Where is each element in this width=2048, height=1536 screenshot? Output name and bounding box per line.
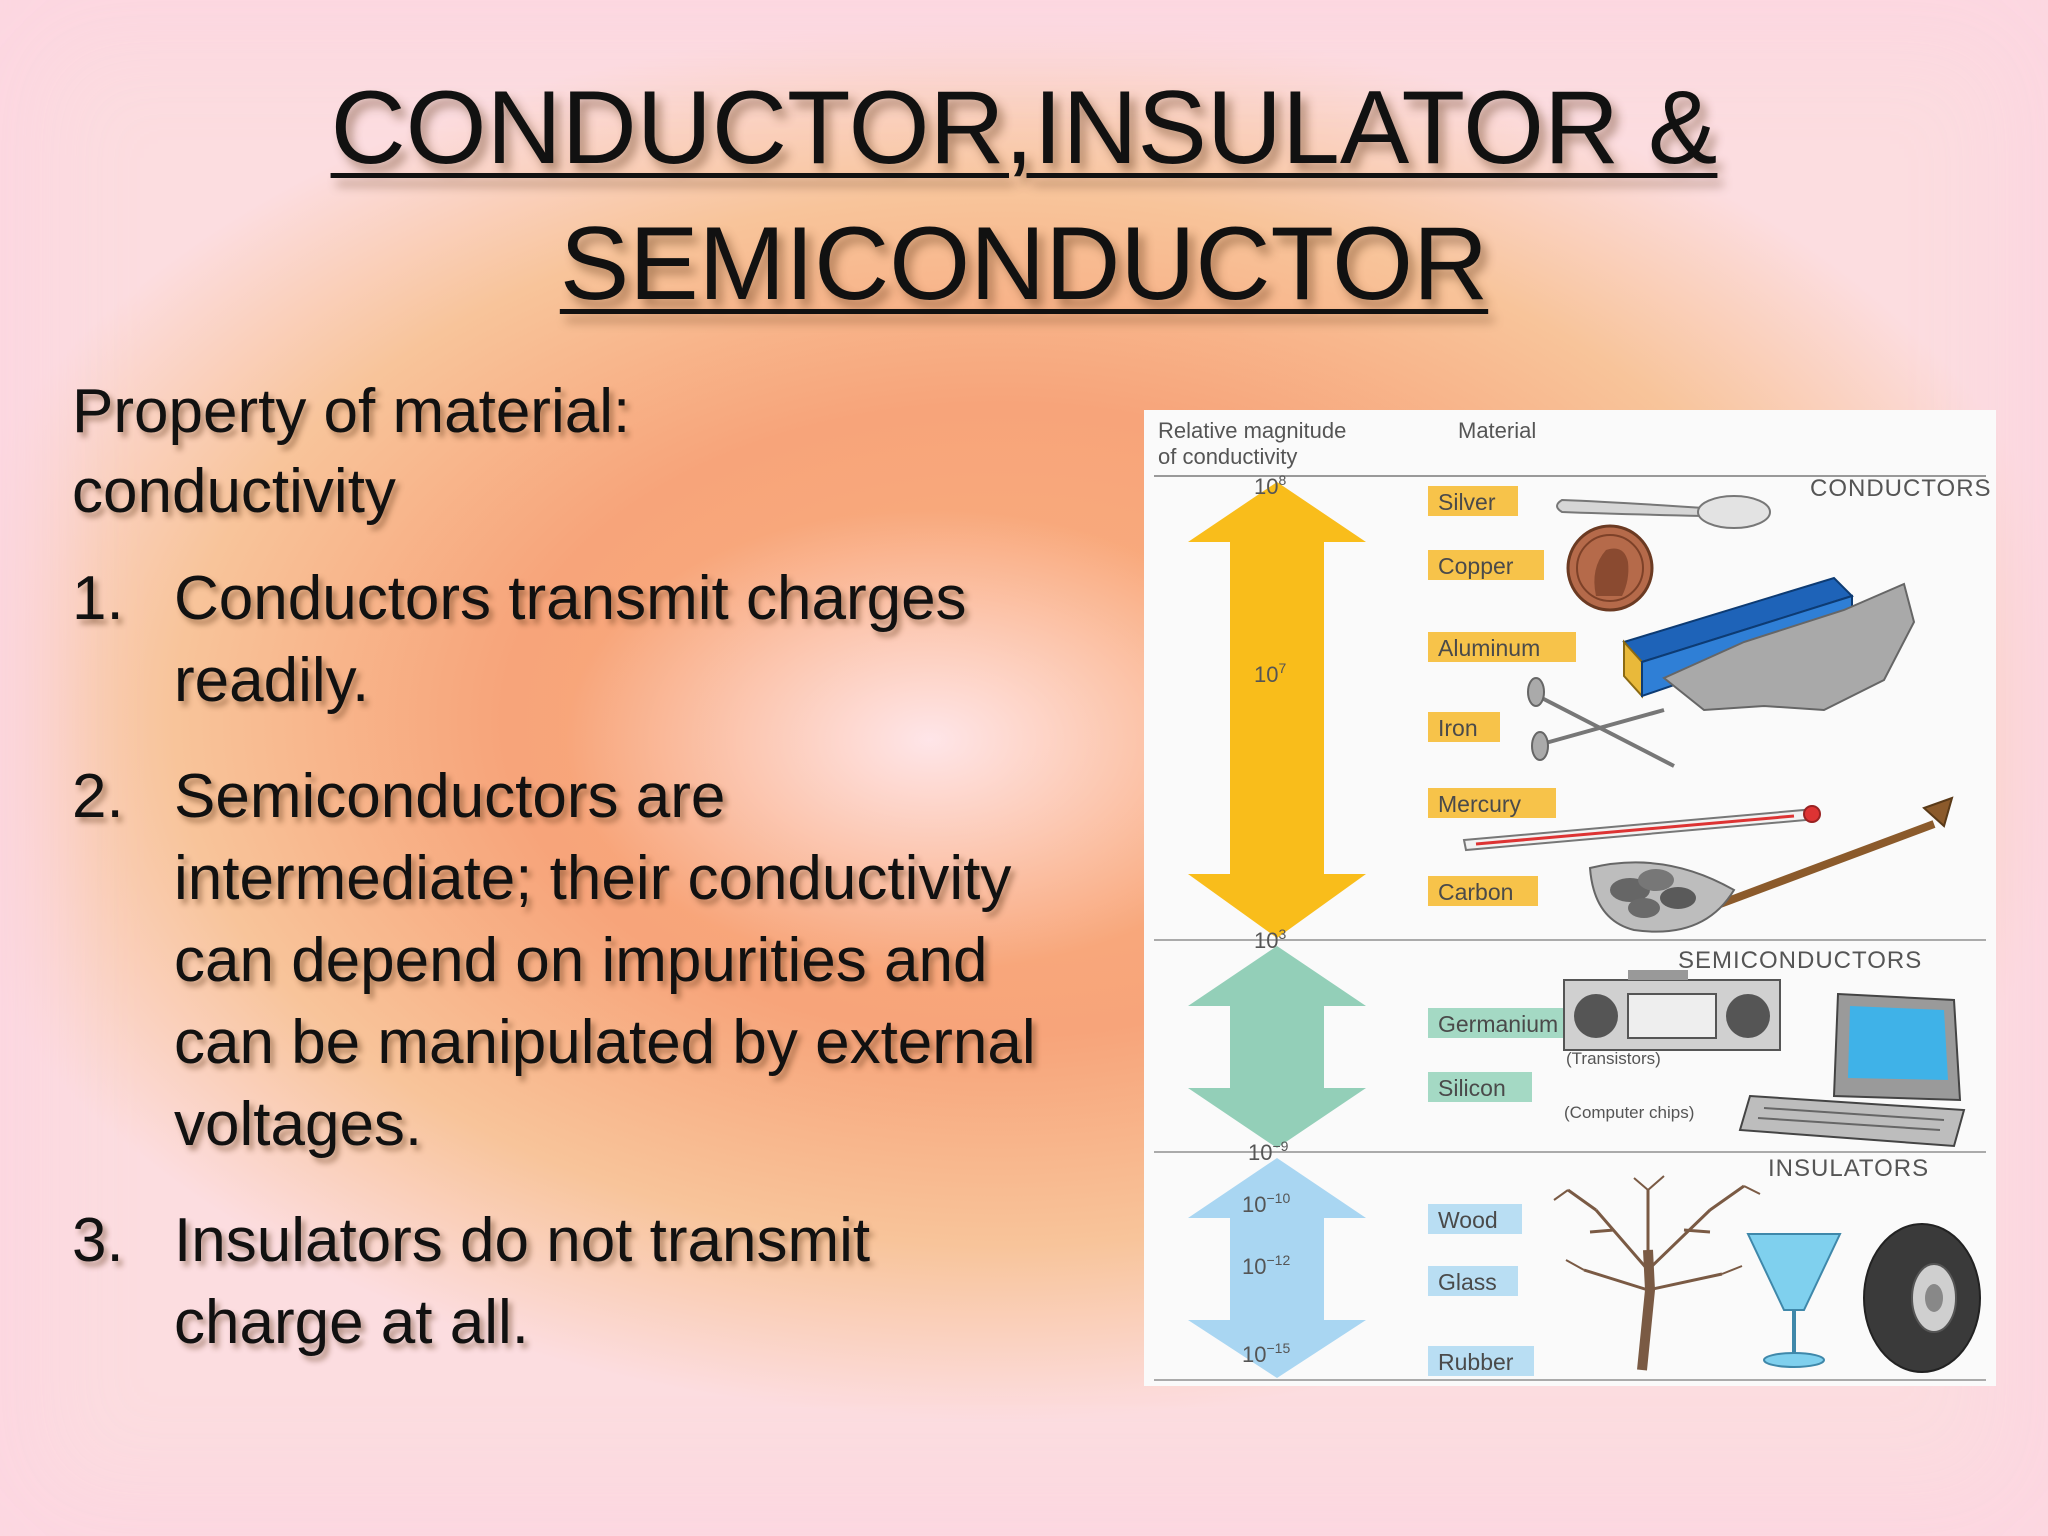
tree-icon (1553, 1175, 1761, 1371)
scale-label-10-3: 103 (1254, 926, 1286, 953)
scale-label-10-8: 108 (1254, 472, 1286, 499)
label-bg-glass (1428, 1266, 1518, 1296)
list-number: 2. (72, 762, 124, 831)
list-item: 3. Insulators do not transmit charge at … (72, 1200, 1072, 1364)
tire-icon (1863, 1223, 1981, 1373)
intro-line-1: Property of material: (72, 377, 631, 446)
label-bg-mercury (1428, 788, 1556, 818)
group-label-conductors: CONDUCTORS (1810, 475, 1992, 502)
title-line-2: SEMICONDUCTOR (559, 206, 1489, 322)
list-text: Insulators do not transmit charge at all… (174, 1206, 871, 1357)
group-label-insulators: INSULATORS (1768, 1155, 1929, 1182)
insulator-range-arrow (1188, 1158, 1366, 1378)
scale-label-10-minus-12: 10−12 (1242, 1252, 1290, 1279)
scale-label-10-minus-9: 10−9 (1248, 1138, 1289, 1165)
material-germanium: Germanium (1438, 1011, 1558, 1037)
intro-line-2: conductivity (72, 457, 396, 526)
group-label-semiconductors: SEMICONDUCTORS (1678, 947, 1922, 974)
material-wood: Wood (1438, 1207, 1498, 1233)
header-material: Material (1458, 418, 1536, 443)
wine-glass-icon (1746, 1233, 1842, 1368)
semiconductor-range-arrow (1188, 946, 1366, 1148)
scale-label-10-7: 107 (1254, 660, 1286, 687)
list-number: 1. (72, 564, 124, 633)
material-carbon: Carbon (1438, 879, 1513, 905)
scale-label-10-minus-10: 10−10 (1242, 1190, 1290, 1217)
label-bg-copper (1428, 550, 1544, 580)
label-bg-wood (1428, 1204, 1522, 1234)
conductivity-figure: .hdr { font-family:"Liberation Sans", sa… (1144, 410, 1996, 1386)
slide-body: Property of material: conductivity 1. Co… (72, 372, 1072, 1398)
note-computer-chips: (Computer chips) (1564, 1103, 1694, 1122)
aluminum-foil-icon (1622, 576, 1916, 712)
conductivity-diagram: .hdr { font-family:"Liberation Sans", sa… (1154, 418, 1992, 1381)
computer-icon (1738, 992, 1966, 1148)
thermometer-icon (1462, 805, 1821, 852)
list-number: 3. (72, 1206, 124, 1275)
shovel-icon (1588, 796, 1954, 933)
label-bg-aluminum (1428, 632, 1576, 662)
material-glass: Glass (1438, 1269, 1497, 1295)
penny-icon (1566, 524, 1654, 612)
intro-text: Property of material: conductivity (72, 372, 1072, 532)
material-silicon: Silicon (1438, 1075, 1506, 1101)
list-item: 1. Conductors transmit charges readily. (72, 558, 1072, 722)
points-list: 1. Conductors transmit charges readily. … (72, 558, 1072, 1364)
list-text: Semiconductors are intermediate; their c… (174, 762, 1036, 1159)
nails-icon (1527, 677, 1675, 768)
material-iron: Iron (1438, 715, 1478, 741)
label-bg-rubber (1428, 1346, 1534, 1376)
header-magnitude-line-2: of conductivity (1158, 444, 1297, 469)
material-copper: Copper (1438, 553, 1514, 579)
label-bg-silicon (1428, 1072, 1532, 1102)
material-silver: Silver (1438, 489, 1496, 515)
material-aluminum: Aluminum (1438, 635, 1540, 661)
header-magnitude-line-1: Relative magnitude (1158, 418, 1346, 443)
material-rubber: Rubber (1438, 1349, 1514, 1375)
stereo-icon (1563, 970, 1781, 1051)
list-text: Conductors transmit charges readily. (174, 564, 967, 715)
scale-label-10-minus-15: 10−15 (1242, 1340, 1290, 1367)
slide-title: CONDUCTOR,INSULATOR & SEMICONDUCTOR (0, 60, 2048, 332)
label-bg-silver (1428, 486, 1518, 516)
label-bg-iron (1428, 712, 1500, 742)
title-line-1: CONDUCTOR,INSULATOR & (330, 70, 1718, 186)
note-transistors: (Transistors) (1566, 1049, 1661, 1068)
label-bg-carbon (1428, 876, 1538, 906)
material-mercury: Mercury (1438, 791, 1522, 817)
spoon-icon (1556, 495, 1771, 529)
conductor-range-arrow (1188, 482, 1366, 938)
list-item: 2. Semiconductors are intermediate; thei… (72, 756, 1072, 1166)
